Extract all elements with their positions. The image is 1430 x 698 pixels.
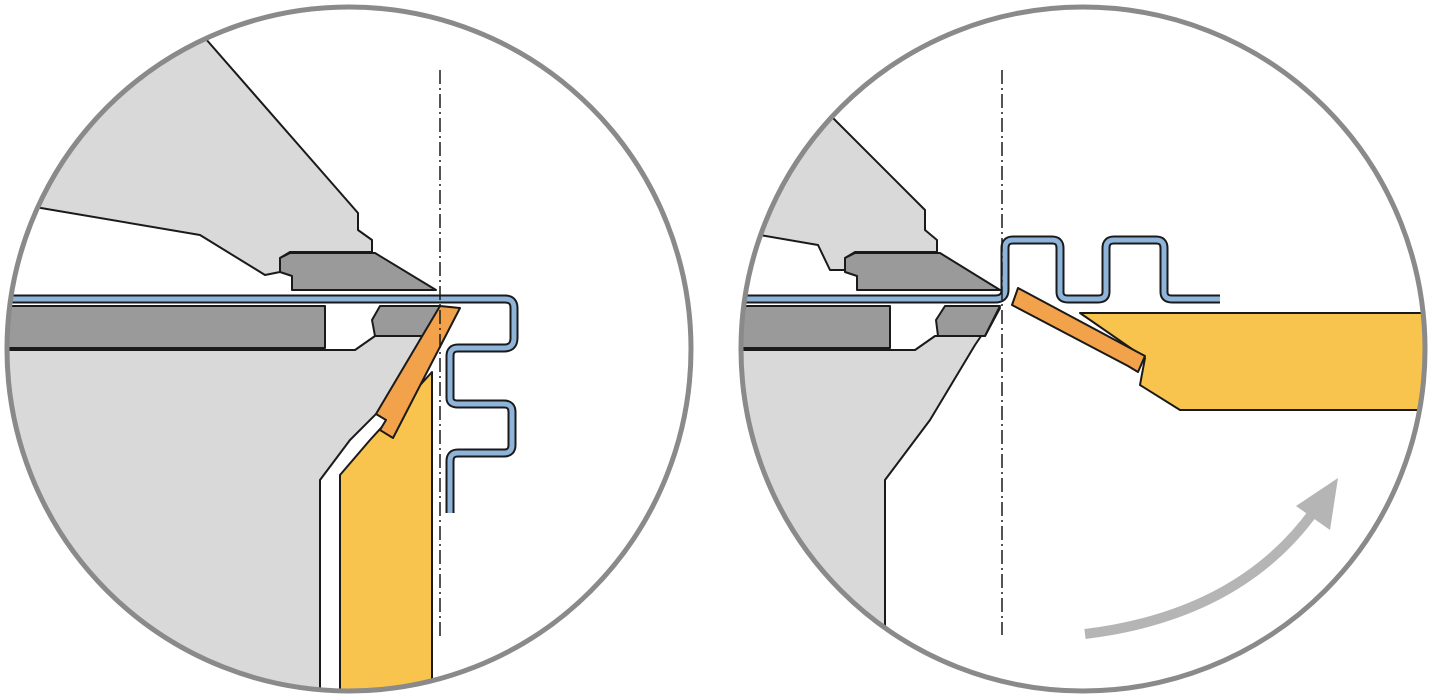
left-detail-border: [4, 4, 694, 694]
insulation-panel: [339, 371, 433, 691]
upper-clamp: [844, 252, 1001, 291]
lower-clamp: [935, 305, 1001, 337]
left-detail-closed: [7, 7, 691, 691]
curved-arrow-icon: [1084, 478, 1338, 639]
seal-strip: [375, 305, 461, 439]
lower-clamp: [371, 305, 441, 337]
right-detail-border: [738, 4, 1428, 694]
lower-bar: [7, 305, 326, 349]
lower-bar: [741, 305, 891, 349]
seal-strip: [1011, 287, 1146, 373]
upper-clamp: [279, 252, 437, 291]
